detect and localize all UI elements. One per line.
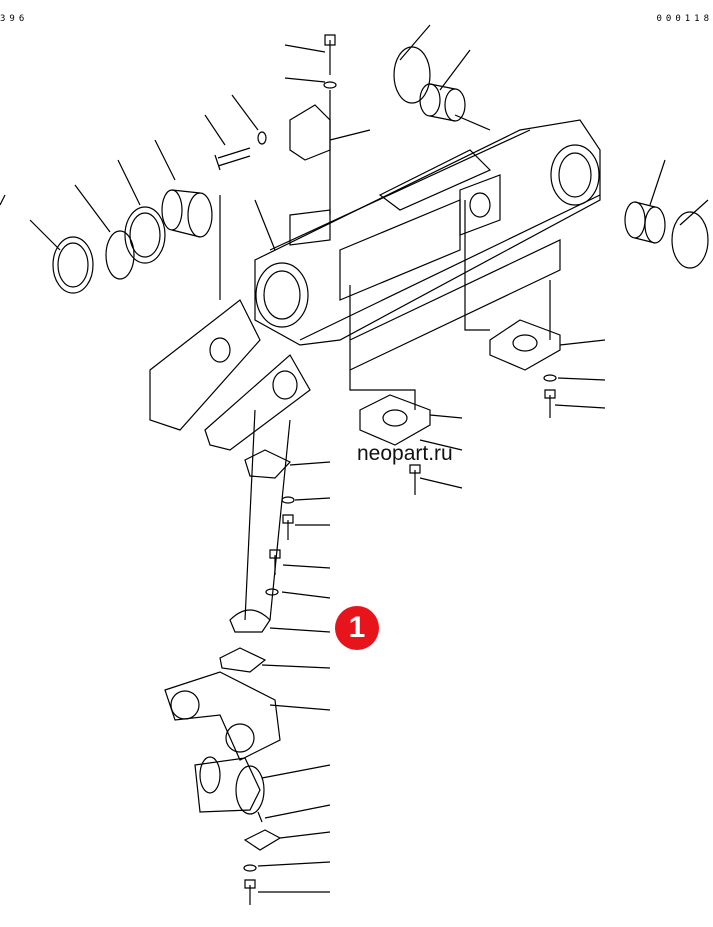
- roller-assembly: [164, 671, 282, 905]
- leader-lines: [0, 24, 709, 893]
- diagram-code-right: 000118: [656, 14, 713, 24]
- callout-badge: 1: [335, 606, 379, 650]
- diagram-code-left: 396: [0, 14, 29, 24]
- watermark-text: neopart.ru: [357, 442, 453, 465]
- plates: [219, 319, 561, 673]
- track-frame: [149, 119, 601, 451]
- bushings-and-rings: [52, 34, 709, 294]
